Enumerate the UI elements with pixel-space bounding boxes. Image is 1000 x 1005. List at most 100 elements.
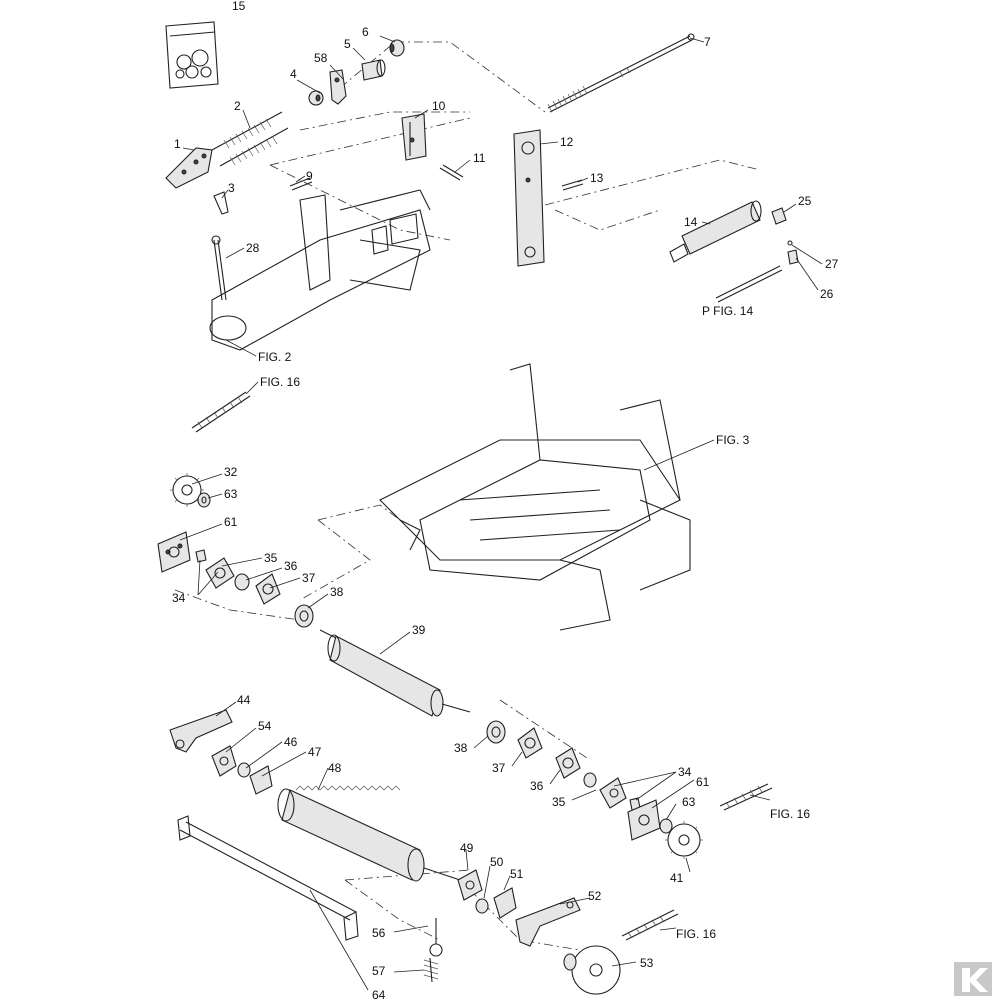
callout-37-top: 37 <box>302 571 316 585</box>
hydraulic-cylinder-14 <box>669 200 762 263</box>
fitting-25 <box>771 207 787 225</box>
callout-41: 41 <box>670 871 684 885</box>
callout-34-top: 34 <box>172 591 186 605</box>
sprocket-32 <box>170 473 204 507</box>
callout-63-top: 63 <box>224 487 238 501</box>
chain-fig16-bottom <box>621 909 679 941</box>
callout-35-top: 35 <box>264 551 278 565</box>
callout-7: 7 <box>704 35 711 49</box>
drawbar-fig2 <box>209 189 431 351</box>
bearing-36-top <box>234 573 250 591</box>
callout-9: 9 <box>306 169 313 183</box>
callout-6: 6 <box>362 25 369 39</box>
callout-61-bottom: 61 <box>696 775 710 789</box>
callout-32: 32 <box>224 465 238 479</box>
callout-49: 49 <box>460 841 474 855</box>
flange-35-top <box>205 557 235 589</box>
flange-34-bottom <box>599 777 627 809</box>
plate-61-top <box>157 531 191 573</box>
pin-9 <box>289 177 313 191</box>
callout-27: 27 <box>825 257 839 271</box>
bracket-10 <box>401 113 427 161</box>
handle-28 <box>211 235 227 301</box>
callout-52: 52 <box>588 889 602 903</box>
callout-50: 50 <box>490 855 504 869</box>
callout-13: 13 <box>590 171 604 185</box>
spring-57 <box>423 957 439 983</box>
sprocket-41 <box>665 821 703 859</box>
bearing-35-bottom <box>583 772 597 788</box>
callout-34-bottom: 34 <box>678 765 692 779</box>
callout-61-top: 61 <box>224 515 238 529</box>
bracket-44 <box>169 709 233 753</box>
bearing-63-bottom <box>659 818 673 834</box>
callout-38-top: 38 <box>330 585 344 599</box>
pin-11 <box>439 164 464 181</box>
callout-44: 44 <box>237 693 251 707</box>
pin-13 <box>561 179 584 191</box>
fitting-26 <box>787 249 799 265</box>
toothed-drum-48 <box>277 785 461 882</box>
callout-38-bottom: 38 <box>454 741 468 755</box>
callout-1: 1 <box>174 137 181 151</box>
callout-15: 15 <box>232 0 246 13</box>
callout-64: 64 <box>372 988 386 1000</box>
callout-11: 11 <box>473 151 486 165</box>
frame-fig3 <box>379 363 691 631</box>
callout-47: 47 <box>308 745 322 759</box>
piston-rod <box>715 265 783 303</box>
flange-49 <box>457 869 483 901</box>
callout-35-bottom: 35 <box>552 795 566 809</box>
callout-39: 39 <box>412 623 426 637</box>
flange-54 <box>211 745 237 777</box>
callout-fig3: FIG. 3 <box>716 433 750 447</box>
threaded-rod-7 <box>547 33 695 113</box>
flange-37-top <box>255 573 281 605</box>
seal-kit-bag <box>165 21 219 89</box>
bushing-6 <box>389 39 405 57</box>
spring-plate-1 <box>165 147 213 189</box>
callout-36-bottom: 36 <box>530 779 544 793</box>
seal-38-bottom <box>486 720 506 744</box>
callout-12: 12 <box>560 135 574 149</box>
callout-fig16-right: FIG. 16 <box>770 807 810 821</box>
bushing-5 <box>361 59 386 81</box>
seal-38-top <box>294 604 314 628</box>
bracket-52 <box>515 897 581 947</box>
chain-fig16-top <box>191 391 251 433</box>
callout-5: 5 <box>344 37 351 51</box>
callout-26: 26 <box>820 287 834 301</box>
bearing-50 <box>475 898 489 914</box>
bearing-63-top <box>197 492 211 508</box>
springs-2 <box>211 111 289 167</box>
callout-36-top: 36 <box>284 559 298 573</box>
callout-48: 48 <box>328 761 342 775</box>
chain-fig16-right <box>719 783 773 811</box>
flange-47 <box>249 765 273 795</box>
callout-54: 54 <box>258 719 272 733</box>
bolt-34-top <box>195 549 207 563</box>
pin-3 <box>213 191 229 215</box>
bar-64 <box>177 815 359 941</box>
sprocket-53 <box>563 945 621 995</box>
callout-p-fig14: P FIG. 14 <box>702 304 753 318</box>
callout-57: 57 <box>372 964 386 978</box>
callout-46: 46 <box>284 735 298 749</box>
fitting-27 <box>787 240 793 246</box>
roller-39 <box>319 629 471 717</box>
callout-fig16-top: FIG. 16 <box>260 375 300 389</box>
callout-2: 2 <box>234 99 241 113</box>
bearing-46 <box>237 762 251 778</box>
callout-25: 25 <box>798 194 812 208</box>
callout-63-bottom: 63 <box>682 795 696 809</box>
flange-37-bottom <box>517 727 543 759</box>
callout-fig16-bottom: FIG. 16 <box>676 927 716 941</box>
callout-58: 58 <box>314 51 328 65</box>
callout-labels: 15 6 5 58 4 7 2 10 1 12 11 9 13 3 25 14 … <box>172 0 839 1002</box>
leader-lines <box>179 35 823 991</box>
callout-10: 10 <box>432 99 446 113</box>
callout-28: 28 <box>246 241 260 255</box>
callout-51: 51 <box>510 867 524 881</box>
